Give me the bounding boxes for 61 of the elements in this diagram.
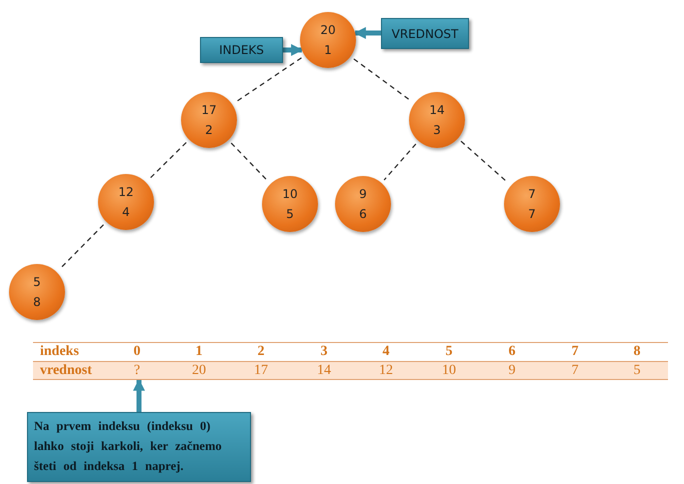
node-index: 7 <box>528 206 536 223</box>
arrow <box>354 27 381 39</box>
heap-node-circle <box>335 176 391 232</box>
table-cell-text: 9 <box>508 362 516 380</box>
callout-box <box>27 412 251 482</box>
table-cell-text: 17 <box>254 362 268 380</box>
node-index: 4 <box>122 204 130 221</box>
connector-line <box>353 58 412 102</box>
connector-line <box>235 57 302 103</box>
box-label: INDEKS <box>219 43 264 57</box>
connector-line <box>148 142 187 180</box>
node-value: 10 <box>282 186 298 203</box>
arrow <box>133 378 145 412</box>
row-header: vrednost <box>40 362 92 380</box>
table-cell-text: 3 <box>320 343 328 361</box>
table-cell-text: 4 <box>382 343 390 361</box>
table-cell-text: 5 <box>634 362 640 380</box>
table-cell-text: 2 <box>258 343 264 361</box>
table-cell-text: 10 <box>442 362 456 380</box>
table-cell-text: 7 <box>572 343 578 361</box>
node-index: 6 <box>359 206 367 223</box>
connector-line <box>230 142 268 182</box>
heap-node-circle <box>9 264 65 320</box>
table-cell-text: 14 <box>317 362 331 380</box>
heap-node-circle <box>300 12 356 68</box>
heap-node-circle <box>262 176 318 232</box>
node-index: 8 <box>33 294 41 311</box>
node-index: 5 <box>286 206 294 223</box>
node-value: 12 <box>118 184 134 201</box>
box-label: VREDNOST <box>392 26 458 40</box>
label-box <box>381 18 469 49</box>
arrow <box>283 44 304 56</box>
node-value: 17 <box>201 102 217 119</box>
table-cell-text: 8 <box>634 343 640 361</box>
connector-line <box>460 140 508 184</box>
table-cell-text: 0 <box>134 343 140 361</box>
connector-line <box>384 144 416 180</box>
table-cell-text: 5 <box>446 343 452 361</box>
table-background <box>33 342 668 380</box>
heap-node-circle <box>181 92 237 148</box>
heap-node-circle <box>504 176 560 232</box>
node-value: 20 <box>320 22 336 39</box>
node-value: 5 <box>33 274 41 291</box>
table-cell-text: 7 <box>572 362 578 380</box>
table-cell-text: ? <box>134 362 140 380</box>
callout-text: Na prvem indeksu (indeksu 0) lahko stoji karkoli, ker začnemo šteti od indeksa 1 naprej. <box>34 418 223 475</box>
node-index: 3 <box>433 122 441 139</box>
table-cell-text: 12 <box>379 362 393 380</box>
heap-node-circle <box>409 92 465 148</box>
label-box <box>200 37 283 63</box>
table-cell-text: 6 <box>508 343 516 361</box>
table-cell-text: 1 <box>196 343 202 361</box>
table-cell-text: 20 <box>192 362 206 380</box>
node-index: 2 <box>205 122 213 139</box>
node-value: 7 <box>528 186 536 203</box>
row-header: indeks <box>40 343 79 361</box>
node-index: 1 <box>324 42 332 59</box>
node-value: 14 <box>429 102 445 119</box>
connector-line <box>59 224 104 270</box>
heap-node-circle <box>98 174 154 230</box>
node-value: 9 <box>359 186 367 203</box>
